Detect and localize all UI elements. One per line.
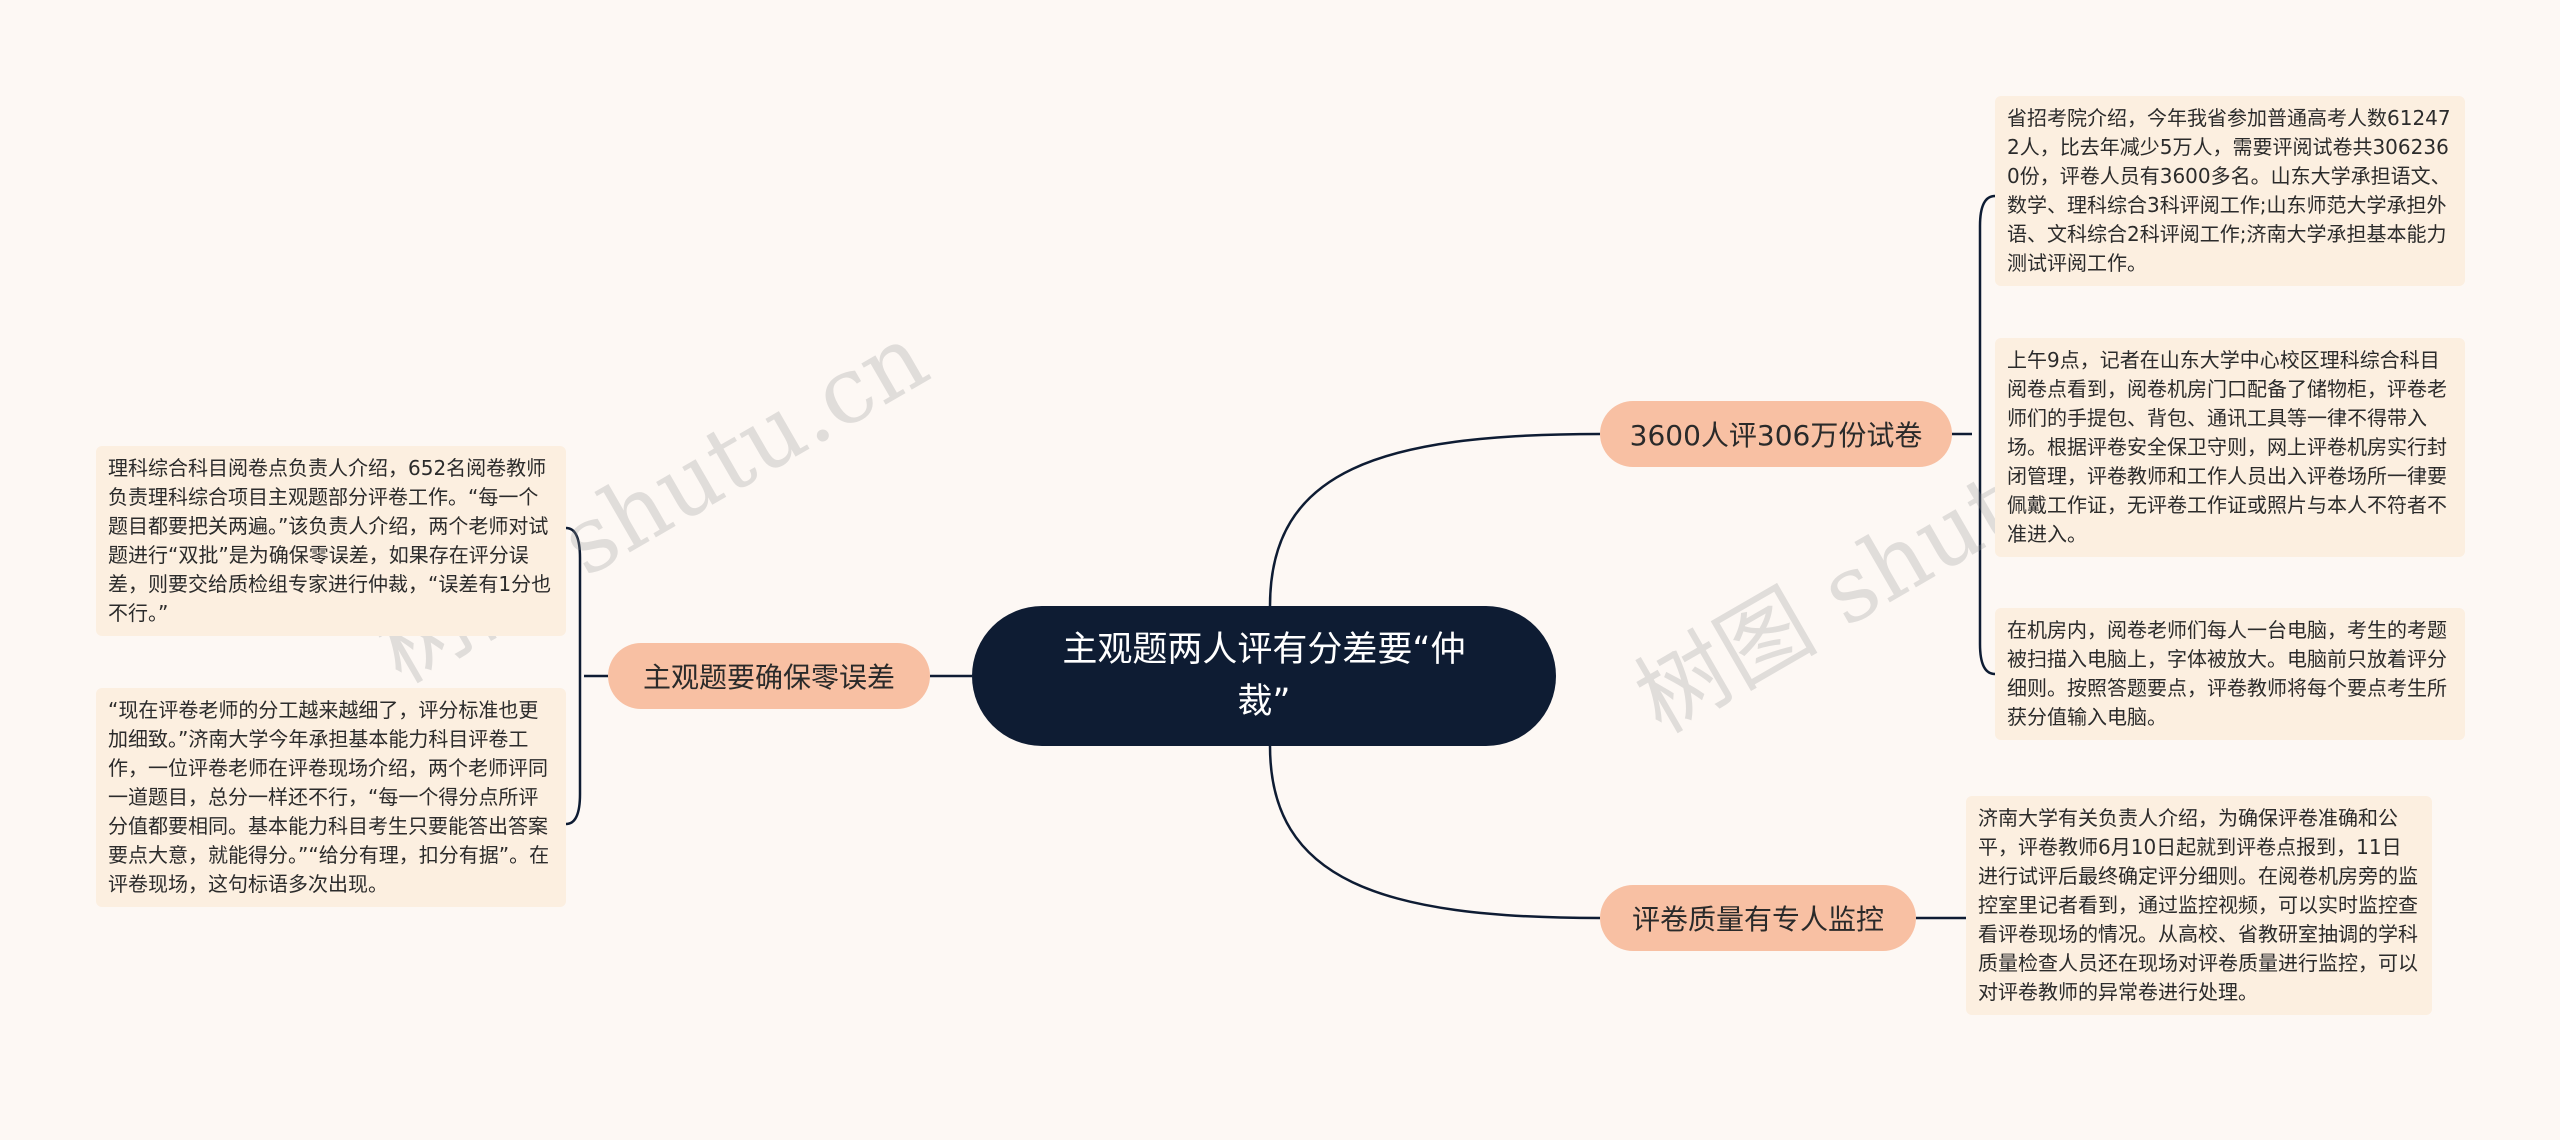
leaf-note-text: 上午9点，记者在山东大学中心校区理科综合科目阅卷点看到，阅卷机房门口配备了储物柜…: [2007, 348, 2447, 546]
leaf-note[interactable]: 济南大学有关负责人介绍，为确保评卷准确和公平，评卷教师6月10日起就到评卷点报到…: [1966, 796, 2432, 1015]
leaf-note-text: 省招考院介绍，今年我省参加普通高考人数612472人，比去年减少5万人，需要评阅…: [2007, 106, 2451, 275]
leaf-note-text: “现在评卷老师的分工越来越细了，评分标准也更加细致。”济南大学今年承担基本能力科…: [108, 698, 550, 896]
leaf-note-text: 在机房内，阅卷老师们每人一台电脑，考生的考题被扫描入电脑上，字体被放大。电脑前只…: [2007, 618, 2447, 729]
leaf-note[interactable]: 理科综合科目阅卷点负责人介绍，652名阅卷教师负责理科综合项目主观题部分评卷工作…: [96, 446, 566, 636]
branch-topic-3[interactable]: 主观题要确保零误差: [608, 643, 930, 709]
branch-topic-label: 主观题要确保零误差: [642, 661, 895, 694]
leaf-note[interactable]: 省招考院介绍，今年我省参加普通高考人数612472人，比去年减少5万人，需要评阅…: [1995, 96, 2465, 286]
root-topic[interactable]: 主观题两人评有分差要“仲裁”: [972, 606, 1556, 746]
branch-topic-1[interactable]: 3600人评306万份试卷: [1600, 401, 1952, 467]
leaf-note-text: 理科综合科目阅卷点负责人介绍，652名阅卷教师负责理科综合项目主观题部分评卷工作…: [108, 456, 552, 625]
root-topic-label: 主观题两人评有分差要“仲裁”: [1062, 630, 1466, 722]
leaf-note[interactable]: 上午9点，记者在山东大学中心校区理科综合科目阅卷点看到，阅卷机房门口配备了储物柜…: [1995, 338, 2465, 557]
leaf-note-text: 济南大学有关负责人介绍，为确保评卷准确和公平，评卷教师6月10日起就到评卷点报到…: [1978, 806, 2418, 1004]
link-root-to-branch-1: [1268, 432, 1601, 607]
branch-topic-label: 评卷质量有专人监控: [1631, 903, 1884, 936]
branch-topic-label: 3600人评306万份试卷: [1629, 419, 1923, 452]
leaf-note[interactable]: “现在评卷老师的分工越来越细了，评分标准也更加细致。”济南大学今年承担基本能力科…: [96, 688, 566, 907]
bracket-branch-3: [565, 526, 608, 826]
link-root-to-branch-2: [1268, 745, 1601, 920]
bracket-branch-1: [1952, 194, 1996, 676]
branch-topic-2[interactable]: 评卷质量有专人监控: [1600, 885, 1916, 951]
leaf-note[interactable]: 在机房内，阅卷老师们每人一台电脑，考生的考题被扫描入电脑上，字体被放大。电脑前只…: [1995, 608, 2465, 740]
